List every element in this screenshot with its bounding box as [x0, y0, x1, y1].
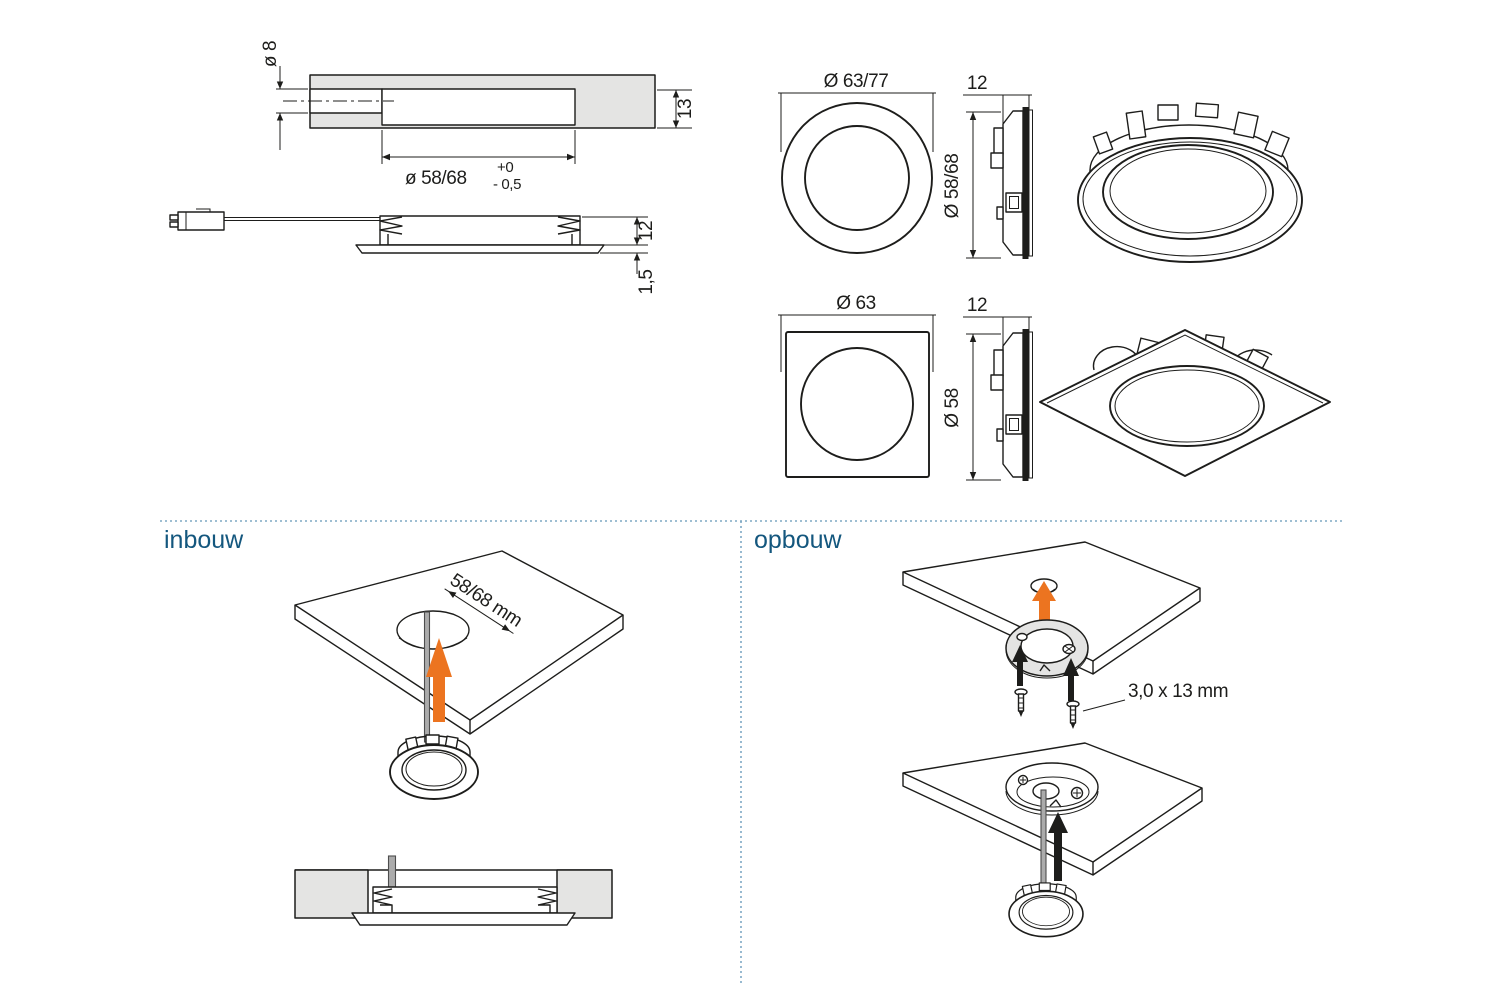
- dimension-square-body-dia: Ø 58: [942, 333, 1001, 481]
- dim-round-body-dia-label: Ø 58/68: [942, 154, 963, 219]
- cutout-cross-section-drawing: ø 8 13 ø 58/68 +0 - 0,5: [260, 41, 696, 193]
- dim-round-depth-label: 12: [967, 73, 987, 94]
- lens-circle: [800, 347, 914, 461]
- dim-square-front-size-label: Ø 63: [836, 293, 876, 314]
- fixture-3d: [1008, 882, 1084, 938]
- recessed-install-step2: [294, 855, 613, 926]
- dim-square-depth-label: 12: [967, 295, 987, 316]
- dim-cable-hole-label: ø 8: [260, 41, 281, 67]
- panel-thickness-edges: [294, 605, 624, 735]
- screw-right: [1066, 700, 1080, 729]
- cable: [1040, 789, 1047, 889]
- clip-in-arrow: [1048, 812, 1068, 881]
- surface-install-step1: 3,0 x 13 mm: [902, 541, 1229, 729]
- screw-arrow-left: [1012, 645, 1028, 686]
- fixture-pocket: [381, 88, 576, 126]
- section-heading-surface: opbouw: [754, 526, 843, 554]
- panel-right-block: [556, 869, 613, 919]
- cable-stub: [387, 855, 397, 888]
- panel-thickness-edges: [902, 773, 1203, 876]
- screw-hole-left: [1016, 632, 1028, 642]
- dimension-panel-thickness: 13: [657, 89, 696, 129]
- fixture-side-view-drawing: 12 1,5: [169, 208, 657, 295]
- screw-size-label: 3,0 x 13 mm: [1128, 681, 1228, 702]
- round-3d-drawing: [1077, 102, 1303, 263]
- dim-round-front-dia-label: Ø 63/77: [824, 71, 889, 92]
- section-divider: [160, 520, 1345, 985]
- lens-circle: [804, 125, 910, 231]
- insertion-arrow: [1032, 581, 1056, 631]
- dimension-square-front-size: Ø 63: [778, 293, 936, 372]
- screw-left: [1014, 688, 1028, 717]
- square-3d-drawing: [1039, 329, 1331, 477]
- ring-notch: [1039, 664, 1051, 672]
- round-profile-drawing: 12 Ø 58/68: [942, 73, 1034, 260]
- cable: [224, 217, 388, 221]
- insertion-arrow: [426, 638, 452, 722]
- cable-connector: [169, 208, 225, 231]
- dim-cutout-tolerance-lower: - 0,5: [493, 176, 521, 193]
- round-front-view-drawing: Ø 63/77: [778, 71, 936, 254]
- dim-cutout-tolerance-upper: +0: [497, 159, 513, 176]
- dim-square-body-dia-label: Ø 58: [942, 388, 963, 428]
- recessed-install-section: inbouw 58/68 mm: [164, 526, 624, 926]
- panel-thickness-edges: [902, 572, 1201, 675]
- dimension-round-depth: 12: [963, 73, 1032, 138]
- ring-inner: [1016, 776, 1090, 808]
- lens-3d: [1109, 365, 1265, 447]
- mounting-ring-underside: [1005, 762, 1099, 816]
- dimension-square-depth: 12: [963, 295, 1032, 360]
- section-heading-recessed: inbouw: [164, 526, 244, 554]
- dim-panel-thickness-label: 13: [675, 99, 696, 119]
- dimension-body-height: 12: [582, 216, 657, 246]
- lens-ring-3d: [1102, 144, 1274, 240]
- surface-install-step2: [902, 742, 1203, 938]
- fixture-body: [379, 215, 581, 246]
- square-trim-3d: [1039, 329, 1331, 477]
- trim-ring: [355, 244, 605, 254]
- trim-outer-circle: [781, 102, 933, 254]
- dimension-round-front-dia: Ø 63/77: [778, 71, 936, 152]
- fixture-3d: [389, 734, 479, 800]
- dim-body-height-label: 12: [636, 221, 657, 241]
- fixture-body: [372, 886, 558, 914]
- dimension-trim-height: 1,5: [600, 252, 657, 295]
- spring-clip-right: [557, 216, 581, 245]
- square-front-view-drawing: Ø 63: [778, 293, 936, 478]
- ring-notch: [1049, 799, 1062, 808]
- cutout-hole-depth: [398, 637, 468, 650]
- square-profile-drawing: 12 Ø 58: [942, 295, 1034, 482]
- dimension-round-body-dia: Ø 58/68: [942, 111, 1001, 259]
- screw-size-leader: [1082, 699, 1126, 712]
- screw-arrow-right: [1063, 658, 1079, 701]
- square-trim: [785, 331, 930, 478]
- dim-cutout-dia-label: ø 58/68: [405, 168, 467, 189]
- spring-clip-right: [537, 888, 557, 913]
- recessed-install-step1: 58/68 mm: [294, 550, 624, 800]
- trim-ring-3d: [1077, 137, 1303, 263]
- dim-trim-height-label: 1,5: [636, 269, 657, 294]
- dimension-cable-hole: ø 8: [260, 41, 308, 150]
- dimension-cutout-dia: ø 58/68 +0 - 0,5: [381, 130, 576, 193]
- trim-ring: [351, 912, 576, 926]
- spring-clip-left: [373, 888, 393, 913]
- surface-install-section: opbouw: [754, 526, 1229, 938]
- panel-left-block: [294, 869, 369, 919]
- spring-clip-left: [379, 216, 403, 245]
